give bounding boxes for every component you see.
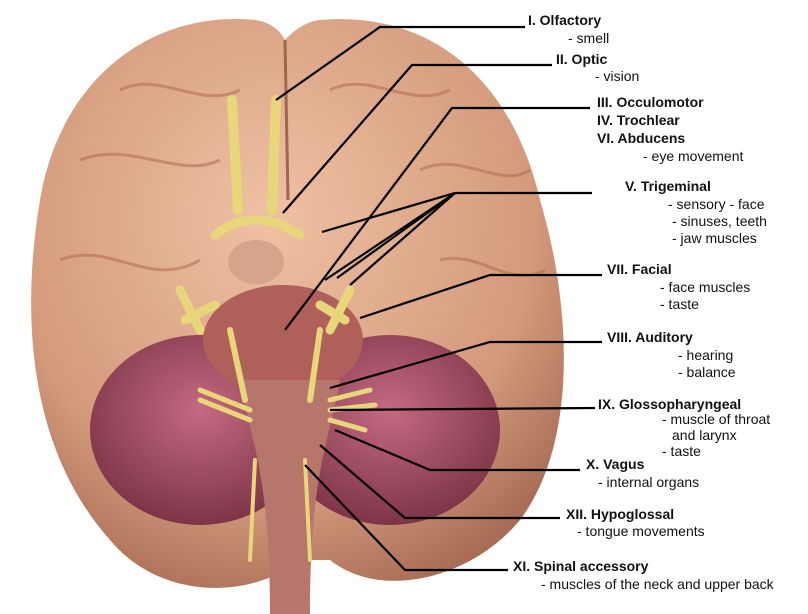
function-internal-organs: - internal organs [598, 474, 700, 490]
label-vagus: X. Vagus [586, 456, 645, 472]
function-neck-upper-back: - muscles of the neck and upper back [541, 576, 774, 592]
leader-lines [275, 25, 602, 572]
label-optic: II. Optic [556, 51, 608, 67]
function-sinuses-teeth: - sinuses, teeth [672, 213, 767, 229]
label-auditory: VIII. Auditory [607, 329, 693, 345]
function-face-muscles: - face muscles [660, 279, 751, 295]
function-taste: - taste [660, 296, 699, 312]
function-vision: - vision [595, 68, 640, 84]
function-hearing: - hearing [678, 347, 734, 363]
function-and-larynx: and larynx [672, 427, 737, 443]
function-tongue-movements: - tongue movements [577, 523, 705, 539]
label-trochlear: IV. Trochlear [597, 112, 680, 128]
nerves [175, 95, 378, 562]
function-jaw-muscles: - jaw muscles [672, 230, 757, 246]
function-muscle-of-throat: - muscle of throat [662, 411, 771, 427]
function-taste-2: - taste [662, 443, 701, 459]
function-smell: - smell [568, 30, 610, 46]
label-trigeminal: V. Trigeminal [625, 178, 711, 194]
function-eye-movement: - eye movement [643, 148, 744, 164]
label-hypoglossal: XII. Hypoglossal [566, 506, 675, 522]
brainstem [203, 240, 363, 614]
label-glossopharyngeal: IX. Glossopharyngeal [598, 396, 742, 412]
label-facial: VII. Facial [607, 261, 672, 277]
label-abducens: VI. Abducens [597, 130, 686, 146]
label-spinal-accessory: XI. Spinal accessory [513, 558, 649, 574]
function-sensory-face: - sensory - face [668, 196, 765, 212]
label-olfactory: I. Olfactory [528, 12, 602, 28]
label-occulomotor: III. Occulomotor [597, 94, 704, 110]
function-balance: - balance [678, 364, 736, 380]
